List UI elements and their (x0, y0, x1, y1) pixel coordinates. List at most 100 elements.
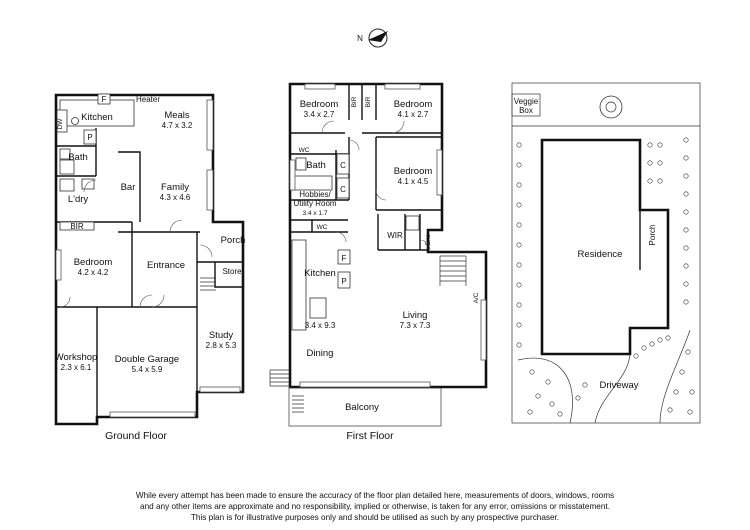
ff-window-2 (384, 83, 421, 90)
gf-study-name: Study (209, 330, 234, 341)
site-driveway-label: Driveway (599, 380, 638, 391)
site-veggie-line2: Box (519, 106, 533, 115)
ff-bath-label: Bath (306, 160, 326, 171)
disclaimer-line-3: This plan is for illustrative purposes o… (190, 513, 560, 522)
ff-dining-label: Dining (307, 348, 334, 359)
gf-window-5 (55, 249, 62, 281)
gf-workshop-size: 2.3 x 6.1 (61, 363, 92, 372)
gf-garage-size: 5.4 x 5.9 (132, 365, 163, 374)
ff-kitchen-size: 3.4 x 9.3 (305, 321, 336, 330)
ff-fridge-label: F (342, 254, 347, 263)
disclaimer-line-2: and any other items are approximate and … (140, 502, 610, 511)
ff-window-5 (299, 381, 431, 388)
gf-family-name: Family (161, 182, 189, 193)
gf-heater-label: Heater (136, 95, 160, 104)
veggie-box (511, 93, 541, 117)
gf-bedroom-name: Bedroom (74, 257, 113, 268)
gf-kitchen-label: Kitchen (81, 112, 113, 123)
gf-meals-size: 4.7 x 3.2 (162, 121, 193, 130)
ff-bath-tub (291, 175, 333, 191)
ff-window-6 (480, 299, 487, 361)
gf-bath-label: Bath (68, 152, 88, 163)
ff-kitchen-bench (291, 239, 307, 331)
ff-window-3 (436, 149, 443, 196)
gf-window-2 (206, 169, 214, 211)
ff-pantry-box (337, 271, 351, 289)
ff-bed3-name: Bedroom (394, 166, 433, 177)
gf-entrance-label: Entrance (147, 260, 185, 271)
ff-c2-label: C (340, 185, 346, 194)
dishwasher (56, 109, 68, 133)
compass-north-label: N (357, 34, 363, 43)
ff-balcony-label: Balcony (345, 402, 379, 413)
disclaimer-line-1: While every attempt has been made to ens… (135, 491, 615, 500)
gf-window-4 (199, 386, 241, 393)
gf-study-size: 2.8 x 5.3 (206, 341, 237, 350)
ff-bed2-size: 4.1 x 2.7 (398, 110, 429, 119)
laundry-tub (59, 178, 75, 192)
driveway-edge-left (594, 353, 631, 424)
tree-icon-inner (605, 101, 617, 113)
first-floor-plan: Bedroom 3.4 x 2.7 BIR BIR Bedroom 4.1 x … (269, 82, 488, 442)
gf-bedroom-size: 4.2 x 4.2 (78, 268, 109, 277)
gf-garage-name: Double Garage (115, 354, 179, 365)
ff-ens-label: Ens (425, 234, 432, 246)
balcony-outline (288, 387, 442, 427)
ff-wc1-label: WC (299, 147, 310, 154)
site-plan: Veggie Box Residence Porch Driveway (511, 82, 701, 424)
gf-stairs (200, 277, 216, 291)
ff-bed1-name: Bedroom (300, 99, 339, 110)
gf-laundry-label: L'dry (68, 194, 89, 205)
ff-c2-box (336, 177, 350, 199)
ff-wc2-label: WC (317, 224, 328, 231)
ff-stairs (439, 255, 467, 286)
ff-wc (295, 157, 307, 171)
ff-kitchen-label: Kitchen (304, 268, 336, 279)
residence-outline (540, 138, 670, 356)
site-boundary (511, 82, 701, 424)
ff-living-size: 7.3 x 7.3 (400, 321, 431, 330)
gf-porch-label: Porch (221, 235, 246, 246)
garden-shrubs (516, 137, 695, 417)
bath-basin (59, 148, 71, 160)
gf-bir-label: BIR (70, 222, 84, 231)
gf-workshop-name: Workshop (55, 352, 98, 363)
balcony-steps (269, 369, 304, 413)
ff-bed2-name: Bedroom (394, 99, 433, 110)
laundry-cupboard (81, 178, 95, 190)
bath-shower (59, 159, 75, 175)
garden-bed-left (517, 357, 573, 424)
site-residence-label: Residence (578, 249, 623, 260)
site-veggie-line1: Veggie (514, 97, 539, 106)
gf-pantry-label: P (87, 133, 92, 142)
gf-door-swings (59, 179, 213, 308)
ff-ac-label: A/C (473, 292, 480, 303)
ground-floor-plan: Kitchen Heater F DW P Meals 4.7 x 3.2 Ba… (54, 93, 246, 442)
ff-window-4 (289, 159, 296, 191)
ff-bed3-size: 4.1 x 4.5 (398, 177, 429, 186)
bir-bar (59, 221, 95, 231)
gf-family-size: 4.3 x 4.6 (160, 193, 191, 202)
ff-bed1-size: 3.4 x 2.7 (304, 110, 335, 119)
ground-floor-caption: Ground Floor (105, 430, 167, 442)
ff-island (309, 297, 327, 319)
sink-icon (71, 117, 79, 125)
disclaimer: While every attempt has been made to ens… (0, 490, 750, 523)
ff-hobbies-size: 3.4 x 1.7 (303, 210, 328, 217)
gf-bar-label: Bar (121, 182, 136, 193)
ff-wir-label: WIR (387, 231, 403, 240)
ff-hobbies-line2: Utility Room (293, 199, 336, 208)
ff-bir2-label: BIR (365, 96, 372, 107)
ff-hobbies-line1: Hobbies/ (299, 190, 331, 199)
fridge-box (97, 93, 111, 105)
driveway-edge-right (659, 329, 691, 424)
ff-window-1 (304, 83, 336, 90)
first-floor-caption: First Floor (346, 430, 394, 442)
ground-floor-inner-walls (56, 128, 243, 417)
ff-bir1-label: BIR (351, 96, 358, 107)
gf-dw-label: DW (57, 118, 64, 130)
compass: N (357, 28, 388, 48)
ff-ens-shower (405, 215, 420, 231)
ff-fridge-box (337, 249, 351, 265)
